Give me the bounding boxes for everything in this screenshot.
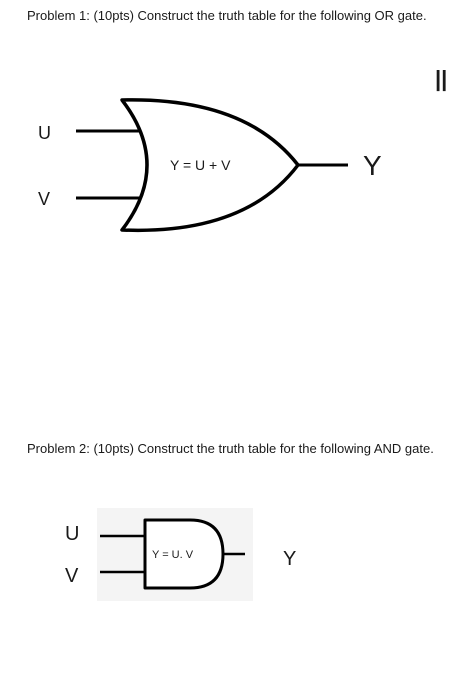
and-output-label: Y <box>283 548 296 570</box>
or-gate-diagram: U V Y = U + V Y <box>0 85 462 245</box>
or-output-label: Y <box>363 150 382 181</box>
side-mark: || <box>435 66 448 91</box>
and-input-v-label: V <box>65 565 79 587</box>
or-input-u-label: U <box>38 123 51 143</box>
or-input-v-label: V <box>38 189 50 209</box>
or-gate-body <box>120 98 300 233</box>
and-gate-diagram: U V Y = U. V Y <box>55 508 315 608</box>
and-expression: Y = U. V <box>152 549 194 561</box>
and-input-u-label: U <box>65 523 79 545</box>
or-expression: Y = U + V <box>170 157 231 173</box>
problem-2-text: Problem 2: (10pts) Construct the truth t… <box>27 441 434 456</box>
and-gate-body <box>143 518 225 590</box>
problem-1-text: Problem 1: (10pts) Construct the truth t… <box>27 8 427 23</box>
